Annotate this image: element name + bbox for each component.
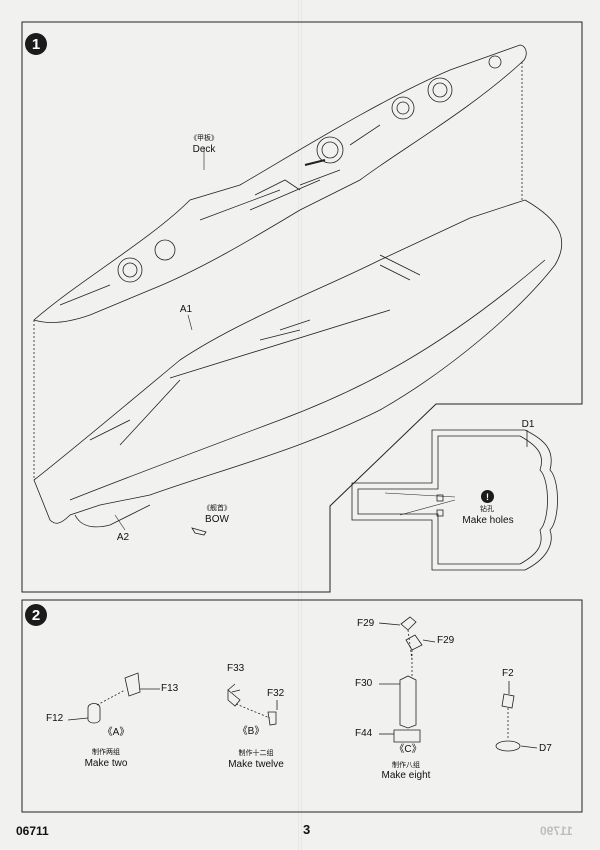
part-d1-label: D1: [521, 419, 535, 430]
holes-label: Make holes: [462, 515, 514, 526]
bow-label: BOW: [205, 514, 229, 525]
group-c-tag: 《C》: [394, 744, 422, 755]
group-b-note: Make twelve: [228, 759, 284, 770]
part-f13-label: F13: [161, 683, 179, 694]
group-a-tag: 《A》: [102, 727, 130, 738]
part-f44-label: F44: [355, 728, 373, 739]
hull-part: [33, 199, 563, 524]
group-a-note-cn: 制作两组: [92, 748, 120, 756]
product-code: 06711: [16, 824, 49, 838]
part-d7-label: D7: [539, 743, 552, 754]
bow-label-cn: 《舰首》: [203, 504, 231, 512]
step-1-badge: 1: [25, 33, 47, 55]
part-f33-label: F33: [227, 663, 245, 674]
part-f32-label: F32: [267, 688, 285, 699]
group-b-note-cn: 制作十二组: [238, 749, 274, 757]
bleed-through-code: 11790: [540, 824, 573, 838]
step-2-badge: 2: [25, 604, 47, 626]
group-c-note-cn: 制作八组: [392, 761, 420, 769]
step1-frame: [21, 21, 583, 593]
group-c-note: Make eight: [381, 770, 431, 781]
part-f2-label: F2: [502, 668, 514, 679]
page-number: 3: [303, 822, 311, 837]
warning-icon: !: [481, 490, 494, 503]
part-f29-left-label: F29: [357, 618, 375, 629]
d1-part: [351, 429, 558, 571]
group-b-tag: 《B》: [237, 726, 265, 737]
deck-part: [33, 44, 527, 323]
part-a2-label: A2: [116, 532, 130, 543]
holes-label-cn: 钻孔: [480, 505, 494, 513]
part-f29-right-label: F29: [437, 635, 455, 646]
deck-label-cn: 《甲板》: [190, 134, 218, 142]
deck-label: Deck: [192, 144, 216, 155]
part-f12-label: F12: [46, 713, 64, 724]
group-a-note: Make two: [84, 758, 128, 769]
part-f30-label: F30: [355, 678, 373, 689]
step2-frame: [21, 599, 583, 813]
page-fold: [298, 0, 302, 850]
part-a1-label: A1: [179, 304, 193, 315]
